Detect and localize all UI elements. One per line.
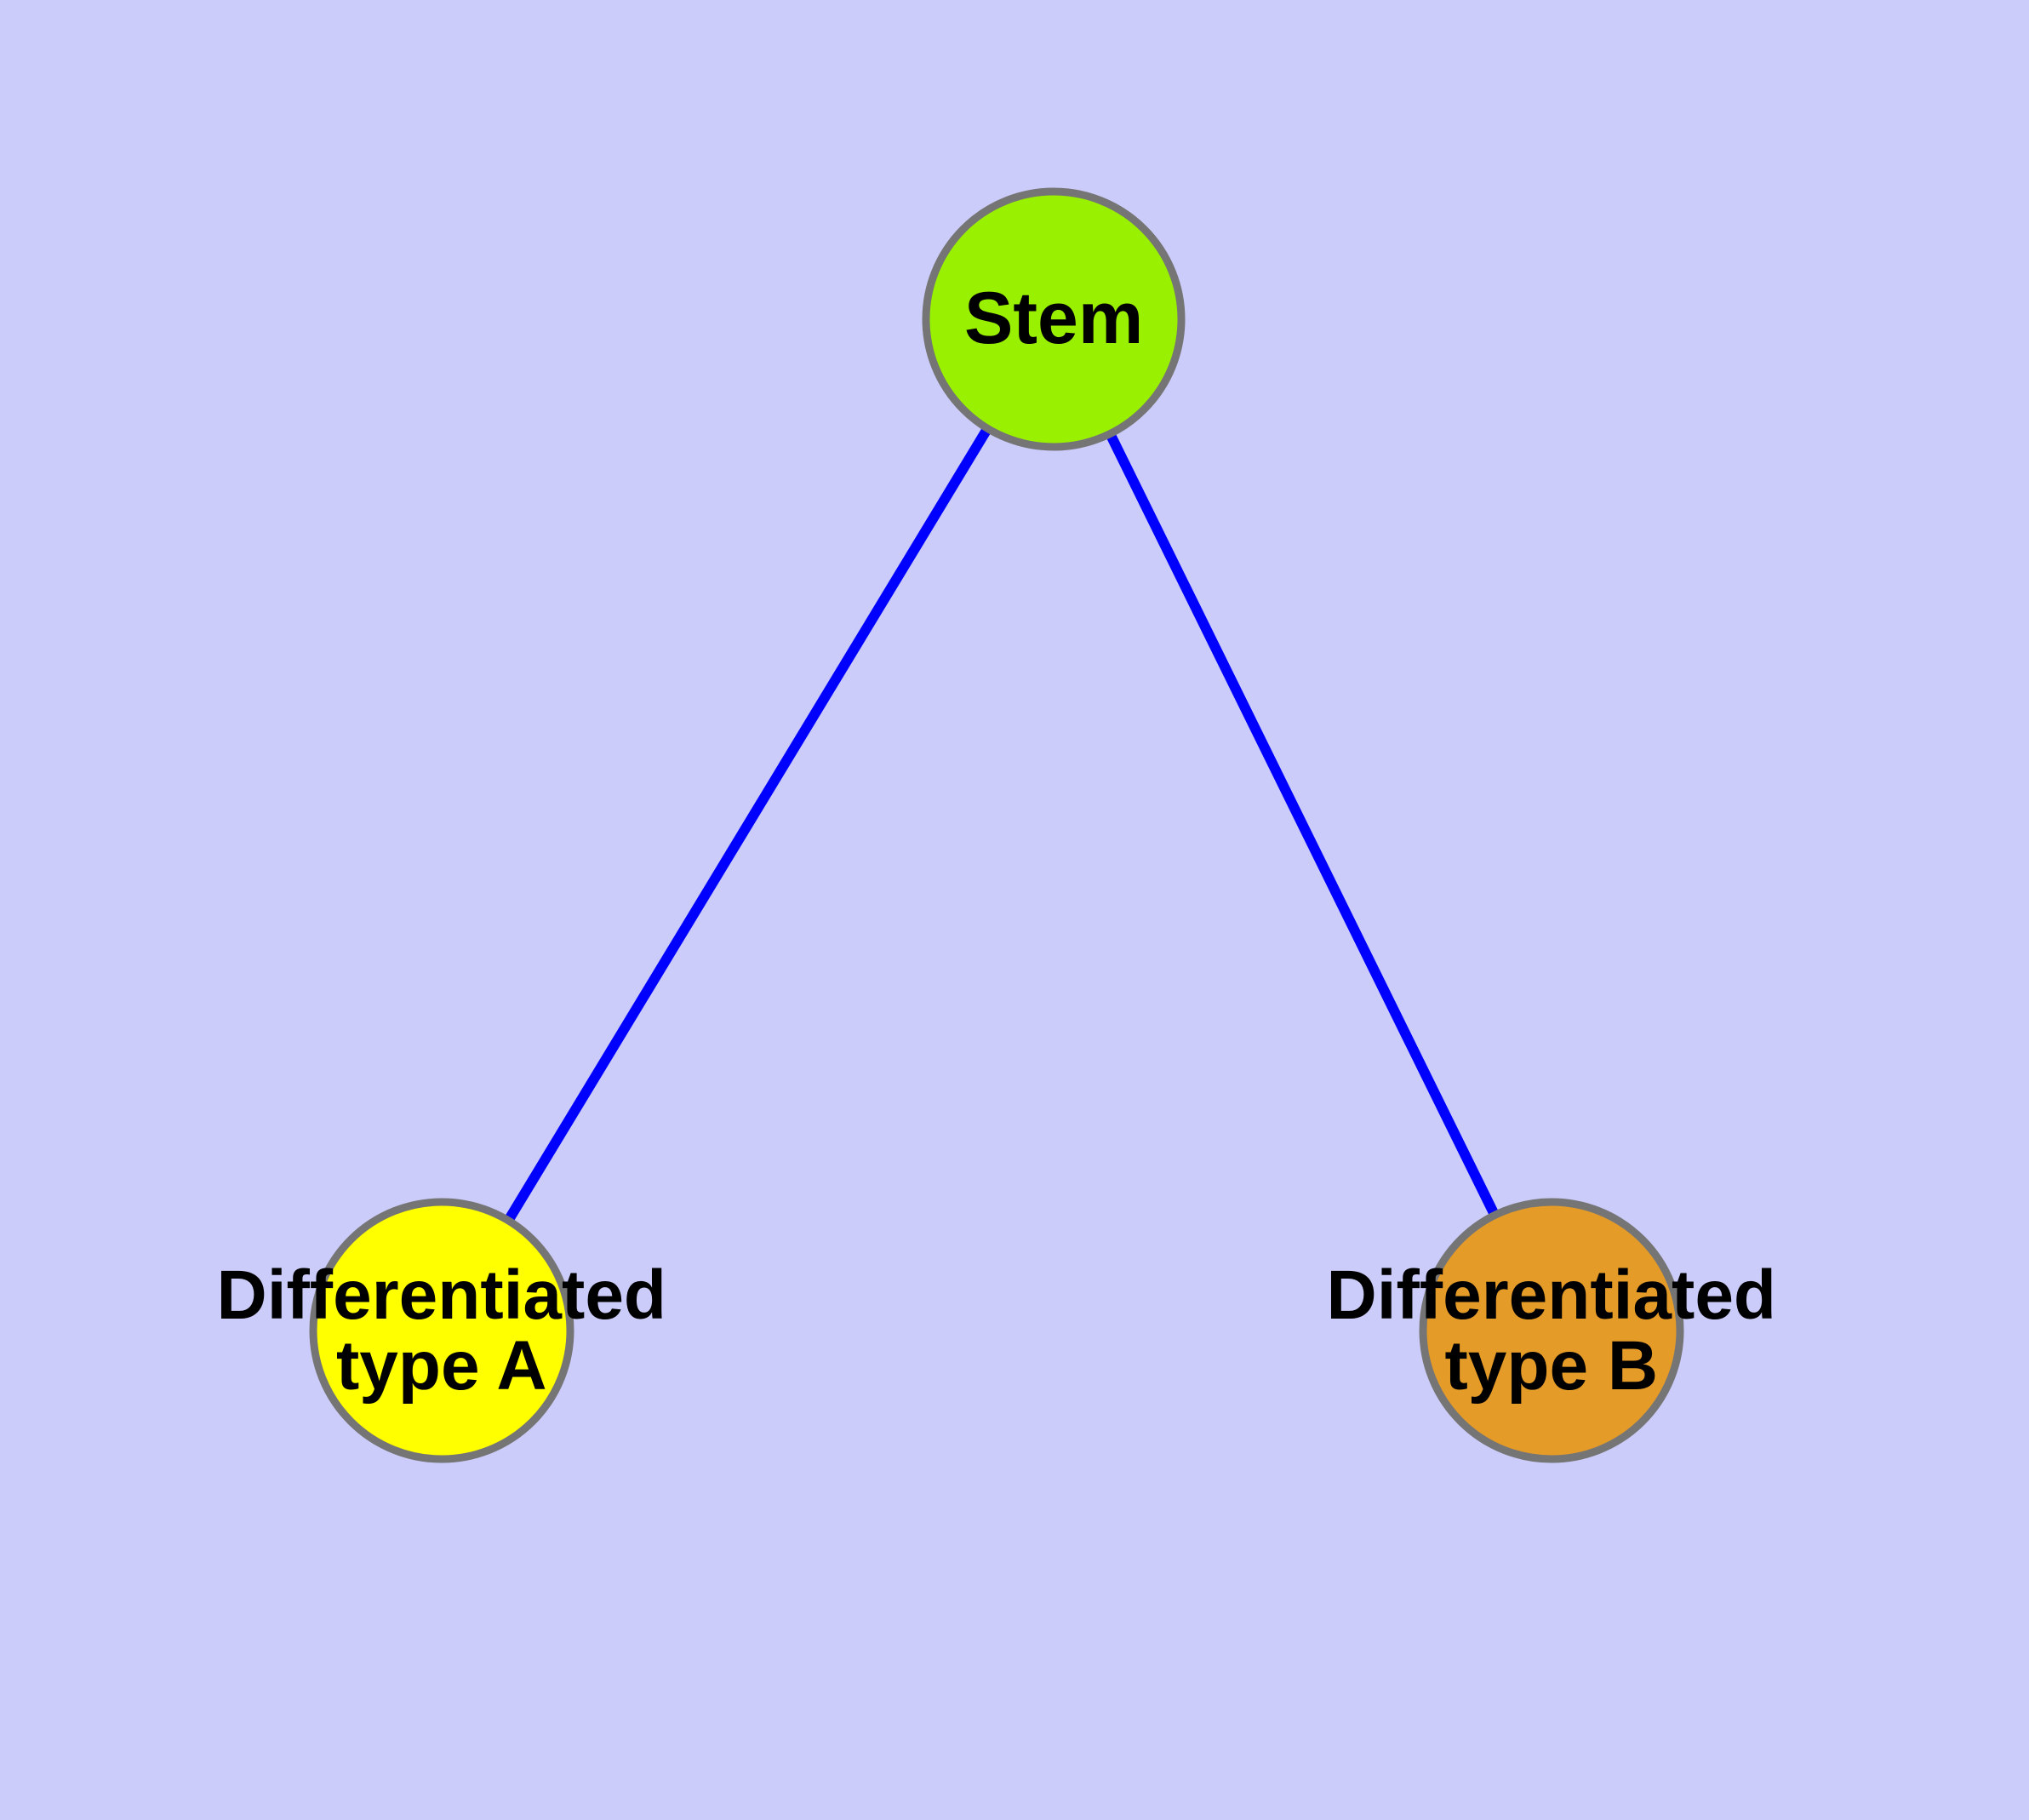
node-layer <box>309 187 1684 1463</box>
graph-node-stem[interactable] <box>922 187 1186 451</box>
graph-node-diff_a[interactable] <box>309 1198 574 1463</box>
graph-edge-stem-to-diff_b <box>1106 432 1499 1216</box>
graph-node-diff_b[interactable] <box>1419 1198 1684 1463</box>
graph-edge-stem-to-diff_a <box>505 426 992 1222</box>
edge-layer <box>505 426 1499 1222</box>
